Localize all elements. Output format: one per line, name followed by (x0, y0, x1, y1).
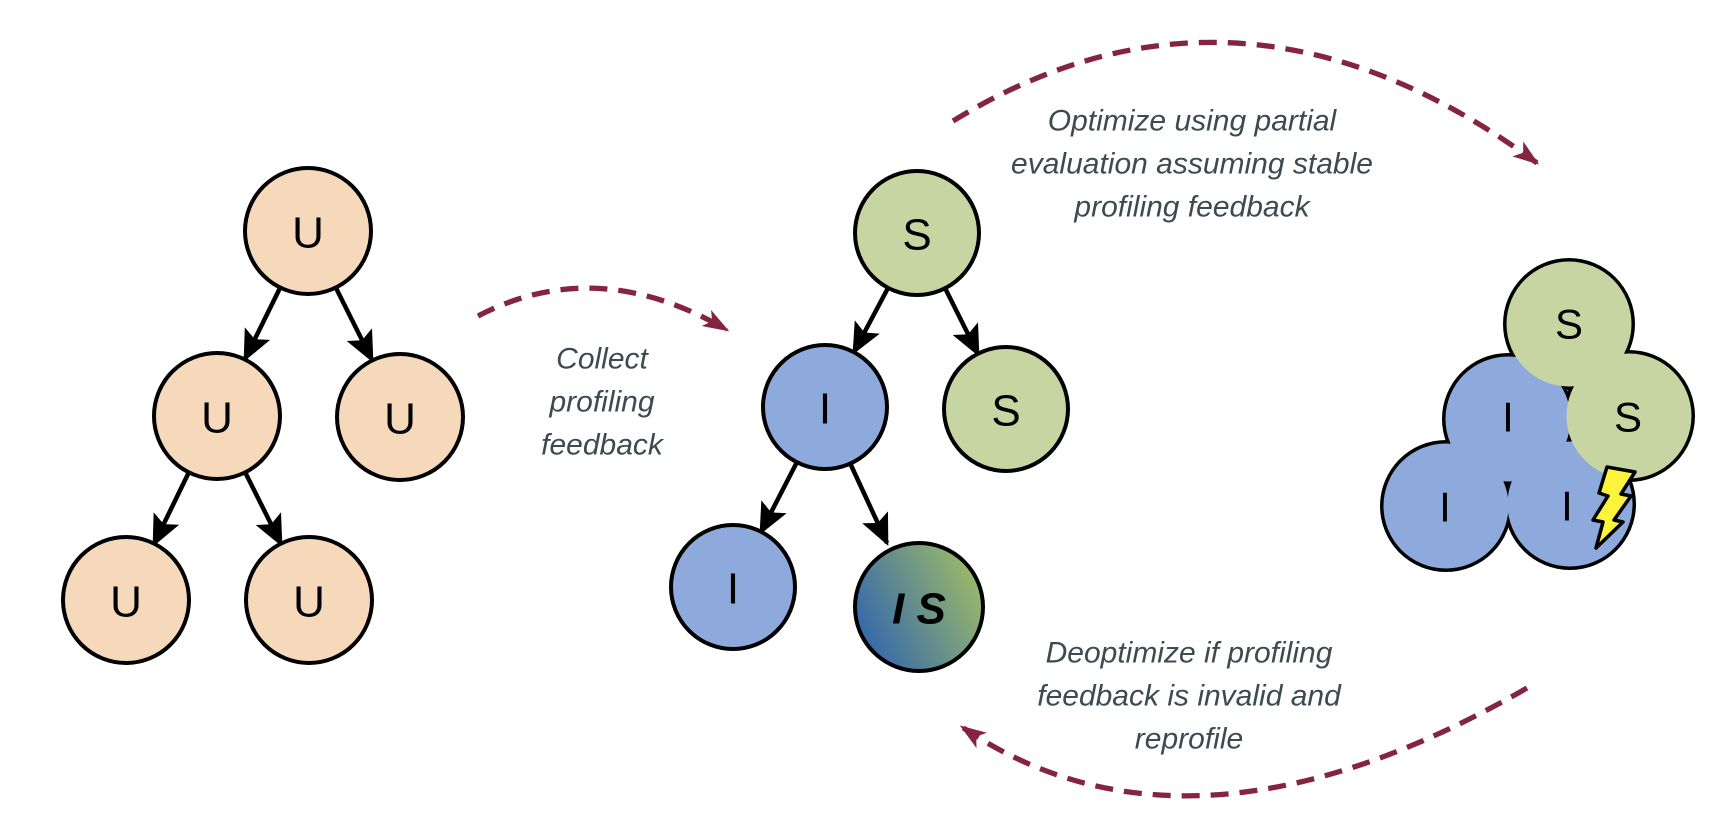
tree-node-s-root: S (853, 169, 981, 297)
tree-edge (242, 287, 283, 362)
tree-node-u-left: U (152, 351, 282, 481)
node-label: S (1614, 394, 1642, 441)
tree-edge (758, 460, 800, 535)
node-label: S (1555, 301, 1583, 348)
node-circle (669, 523, 797, 651)
node-circle (61, 535, 191, 665)
tree-edge (242, 470, 284, 547)
tree-edge (333, 286, 375, 363)
node-label: I (1561, 483, 1573, 530)
node-circle (244, 535, 374, 665)
node-circle (152, 351, 282, 481)
deoptimize-annotation: Deoptimize if profiling feedback is inva… (1037, 636, 1341, 756)
node-circle (853, 169, 981, 297)
node-label: I (1502, 394, 1514, 441)
profiled-tree: S I S I I S (669, 169, 1070, 673)
node-label: U (110, 578, 142, 627)
tree-node-u-right: U (335, 352, 465, 482)
tree-node-u-leaf-right: U (244, 535, 374, 665)
tree-edge (942, 286, 981, 357)
node-label: U (292, 209, 324, 258)
tree-node-u-leaf-left: U (61, 535, 191, 665)
node-label: S (902, 211, 931, 260)
node-circle (942, 345, 1070, 473)
node-label: U (384, 395, 416, 444)
lightning-bolt-icon (1591, 465, 1637, 550)
collect-flow-arrow (476, 285, 730, 333)
node-label: I (819, 385, 831, 434)
tree-node-i-leaf: I (669, 523, 797, 651)
node-label: I (1439, 484, 1451, 531)
optimize-annotation: Optimize using partial evaluation assumi… (1011, 104, 1373, 224)
flow-arrows (476, 39, 1540, 799)
node-label: I (727, 565, 739, 614)
collect-annotation: Collect profiling feedback (541, 342, 663, 462)
node-circle (243, 166, 373, 296)
node-label: I S (892, 585, 946, 634)
node-label: S (991, 387, 1020, 436)
unoptimized-tree: U U U U U (61, 166, 465, 665)
tree-edge (852, 286, 890, 355)
node-label: U (293, 578, 325, 627)
node-label: U (201, 394, 233, 443)
optimized-cluster: S I S I I (1380, 258, 1695, 572)
cluster-node-s (1506, 261, 1632, 387)
cluster-node-i (1383, 443, 1509, 569)
cluster-node-s (1566, 353, 1692, 479)
tree-edge (151, 471, 192, 547)
tree-node-is-leaf: I S (853, 541, 985, 673)
tree-edge (847, 462, 890, 546)
node-circle (853, 541, 985, 673)
tree-node-i-left: I (761, 343, 889, 471)
tree-node-s-right: S (942, 345, 1070, 473)
cluster-node-i (1445, 356, 1571, 482)
deoptimize-flow-arrow (959, 685, 1529, 799)
node-circle (761, 343, 889, 471)
tree-node-u-root: U (243, 166, 373, 296)
node-circle (335, 352, 465, 482)
optimize-flow-arrow (951, 39, 1540, 166)
